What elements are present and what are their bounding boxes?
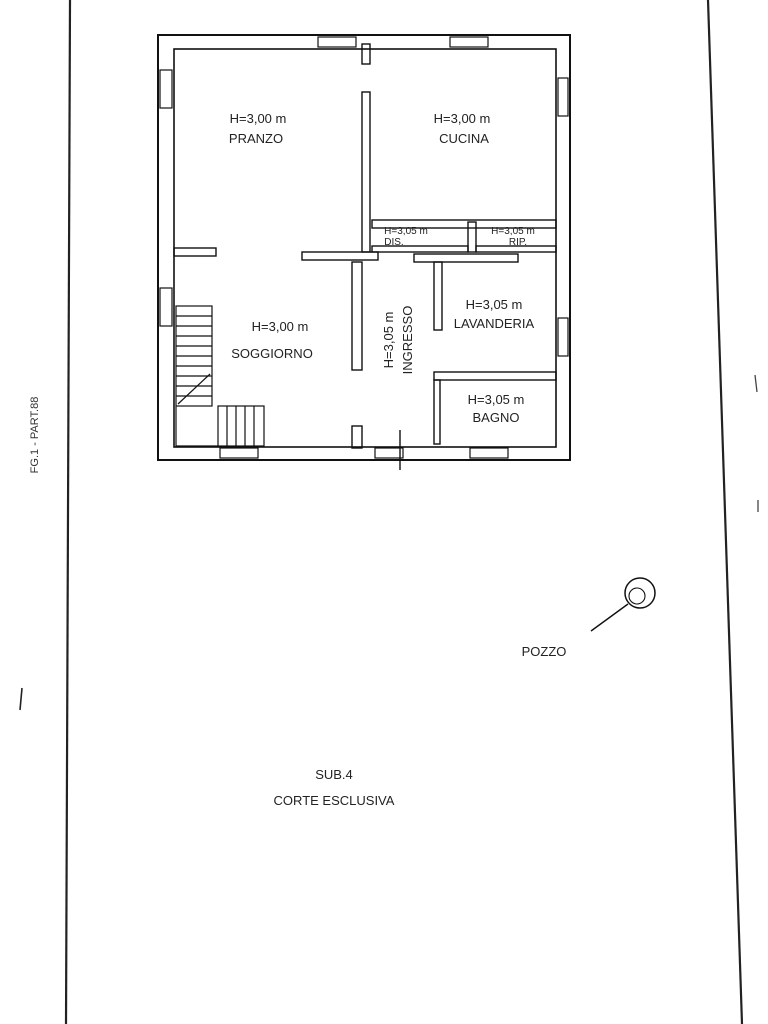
window bbox=[374, 447, 404, 459]
pranzo-height: H=3,00 m bbox=[230, 111, 287, 126]
window bbox=[159, 69, 173, 109]
cucina-height: H=3,00 m bbox=[434, 111, 491, 126]
staircase bbox=[175, 305, 265, 447]
property-boundary-left bbox=[64, 0, 72, 1024]
pen-mark bbox=[19, 687, 23, 711]
window bbox=[557, 77, 569, 117]
window bbox=[317, 36, 357, 48]
pozzo-label: POZZO bbox=[522, 644, 567, 659]
wall-soggiorno-ingresso bbox=[351, 261, 363, 371]
interior-wall-outline bbox=[173, 48, 557, 448]
rip-name: RIP. bbox=[509, 237, 527, 248]
wall-bagno-left bbox=[433, 379, 441, 445]
window bbox=[219, 447, 259, 459]
partitions bbox=[173, 43, 557, 449]
bagno-name: BAGNO bbox=[473, 410, 520, 425]
window bbox=[159, 287, 173, 327]
dis-height: H=3,05 m bbox=[384, 226, 428, 237]
cucina-name: CUCINA bbox=[439, 131, 489, 146]
ingresso-height: H=3,05 m bbox=[381, 312, 396, 369]
pranzo-name: PRANZO bbox=[229, 131, 283, 146]
soggiorno-height: H=3,00 m bbox=[252, 319, 309, 334]
building bbox=[157, 34, 571, 470]
exterior-wall bbox=[157, 34, 571, 461]
wall-cucina-top-stub bbox=[361, 43, 371, 65]
wall-dis-rip-top bbox=[371, 219, 557, 229]
well-symbol bbox=[624, 577, 656, 609]
wall-dis-rip bbox=[467, 221, 477, 253]
wall-pranzo-soggiorno-left bbox=[173, 247, 217, 257]
lavanderia-name: LAVANDERIA bbox=[454, 316, 535, 331]
stair-flight-horizontal bbox=[217, 405, 265, 447]
lavanderia-height: H=3,05 m bbox=[466, 297, 523, 312]
bagno-height: H=3,05 m bbox=[468, 392, 525, 407]
stair-landing bbox=[175, 406, 218, 447]
stair-diagonal bbox=[177, 373, 211, 405]
corte-label: CORTE ESCLUSIVA bbox=[274, 793, 395, 808]
windows bbox=[159, 36, 569, 459]
wall-lavanderia-bagno bbox=[433, 371, 557, 381]
well bbox=[590, 577, 656, 632]
wall-ingresso-right bbox=[433, 261, 443, 331]
well-inner bbox=[628, 587, 646, 605]
well-leader-line bbox=[590, 603, 629, 632]
wall-pranzo-soggiorno-right bbox=[301, 251, 379, 261]
wall-rip-bottom bbox=[475, 245, 557, 253]
wall-pranzo-cucina bbox=[361, 91, 371, 253]
ingresso-name: INGRESSO bbox=[400, 306, 415, 375]
property-boundary-right bbox=[706, 0, 744, 1024]
wall-lavanderia-top bbox=[413, 253, 519, 263]
window bbox=[449, 36, 489, 48]
window bbox=[469, 447, 509, 459]
parcel-reference: FG.1 - PART.88 bbox=[29, 397, 41, 474]
window bbox=[557, 317, 569, 357]
sub-label: SUB.4 bbox=[315, 767, 353, 782]
pen-mark bbox=[754, 374, 758, 393]
wall-ingresso-bottom-stub bbox=[351, 425, 363, 449]
wall-dis-bottom bbox=[371, 245, 469, 253]
rip-height: H=3,05 m bbox=[491, 226, 535, 237]
dis-name: DIS. bbox=[384, 237, 403, 248]
soggiorno-name: SOGGIORNO bbox=[231, 346, 313, 361]
room-labels: H=3,00 m PRANZO H=3,00 m CUCINA H=3,05 m… bbox=[229, 111, 535, 425]
